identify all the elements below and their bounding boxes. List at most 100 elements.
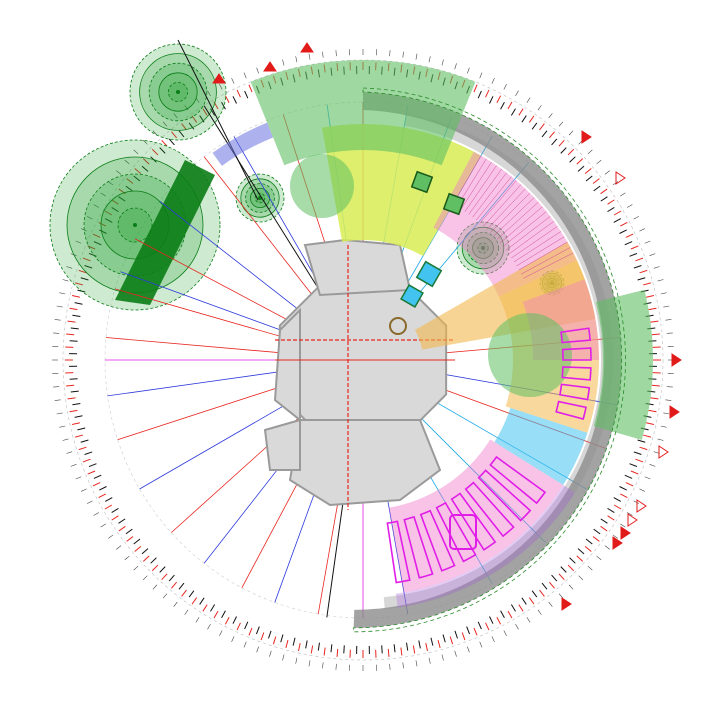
ring-tick [232,616,237,624]
ring-tick [593,528,601,535]
ring-tick [224,617,230,625]
ring-tick [585,175,593,182]
program-room [560,327,591,344]
green-pavilion [442,192,466,216]
outer-tick [62,279,69,282]
ring-tick [541,582,548,590]
outer-tick [491,78,495,84]
ring-tick [161,573,168,581]
outer-tick [402,51,404,58]
pink-stripe [483,184,522,227]
ring-tick [584,168,592,174]
outer-tick [322,662,324,669]
outer-tick [256,646,259,653]
outer-tick [568,130,574,136]
outer-tick [626,512,633,516]
outer-tick [124,555,130,561]
ring-tick [210,604,216,612]
ring-tick [248,627,253,636]
program-room [403,515,434,579]
outer-tick [243,641,247,648]
outer-tick [604,545,610,550]
ring-tick [188,122,195,130]
ring-tick [105,218,113,223]
ring-tick [461,632,466,641]
cyan-zone [494,407,588,486]
ring-tick [518,108,524,116]
ring-tick [630,245,639,250]
ring-tick [510,604,516,612]
outer-tick [666,332,673,334]
ring-tick [449,636,454,645]
ring-tick [92,482,101,487]
ring-tick [633,265,642,269]
ring-tick [181,123,187,131]
ring-tick [69,307,78,311]
ring-tick [521,115,527,123]
court-tree-canopy-trunk [481,246,485,250]
pink-stripe [493,197,535,237]
ring-tick [151,148,159,156]
ring-tick [87,470,96,475]
outer-tick [295,56,298,63]
ring-tick [285,639,289,648]
outer-tick [644,240,651,244]
pink-stripe [479,180,517,224]
ring-tick [260,632,265,641]
ring-tick [560,566,567,573]
outer-tick [100,523,106,528]
ring-tick [393,644,396,653]
outer-tick [133,149,139,155]
building-west-wing [273,307,301,423]
ring-tick [125,185,133,192]
outer-tick [56,412,63,415]
pink-stripe [518,241,568,271]
ring-tick [619,229,627,234]
ring-tick [624,241,633,246]
building-sw-wing [263,418,301,471]
ring-tick [133,175,141,182]
ring-tick [406,642,409,651]
outer-tick [282,59,285,66]
outer-tick [467,67,470,74]
program-room [464,481,515,538]
ring-tick [82,458,91,463]
red-triangle-marker [669,405,680,419]
ring-tick [74,302,83,305]
ring-tick [496,617,502,625]
ring-tick [142,555,150,562]
pink-stripe [508,221,555,255]
outer-tick [526,617,531,623]
ring-tick [151,564,159,572]
program-room [559,383,591,401]
ring-tick [141,548,149,555]
outer-tick [657,438,664,441]
outer-tick [231,78,235,84]
ring-tick [607,515,615,521]
ring-tick [577,165,585,172]
ring-tick [150,557,157,564]
ring-tick [442,634,446,643]
ring-tick [171,131,177,139]
outer-tick [515,623,519,630]
ring-tick [118,196,126,202]
ring-tick [567,564,575,572]
ring-tick [613,504,622,510]
ring-tick [551,574,558,582]
ring-tick [651,333,660,336]
outer-tick [295,657,298,664]
east-green-court [488,313,572,397]
outer-tick [578,575,584,581]
outer-tick [81,488,87,492]
ring-tick [381,645,383,654]
outer-tick [454,650,457,657]
ring-tick [507,610,513,619]
program-room [419,509,456,572]
program-room [489,455,547,505]
south-room [449,514,477,550]
ring-tick [181,589,187,597]
ring-tick [191,115,198,123]
ring-tick [528,115,535,123]
